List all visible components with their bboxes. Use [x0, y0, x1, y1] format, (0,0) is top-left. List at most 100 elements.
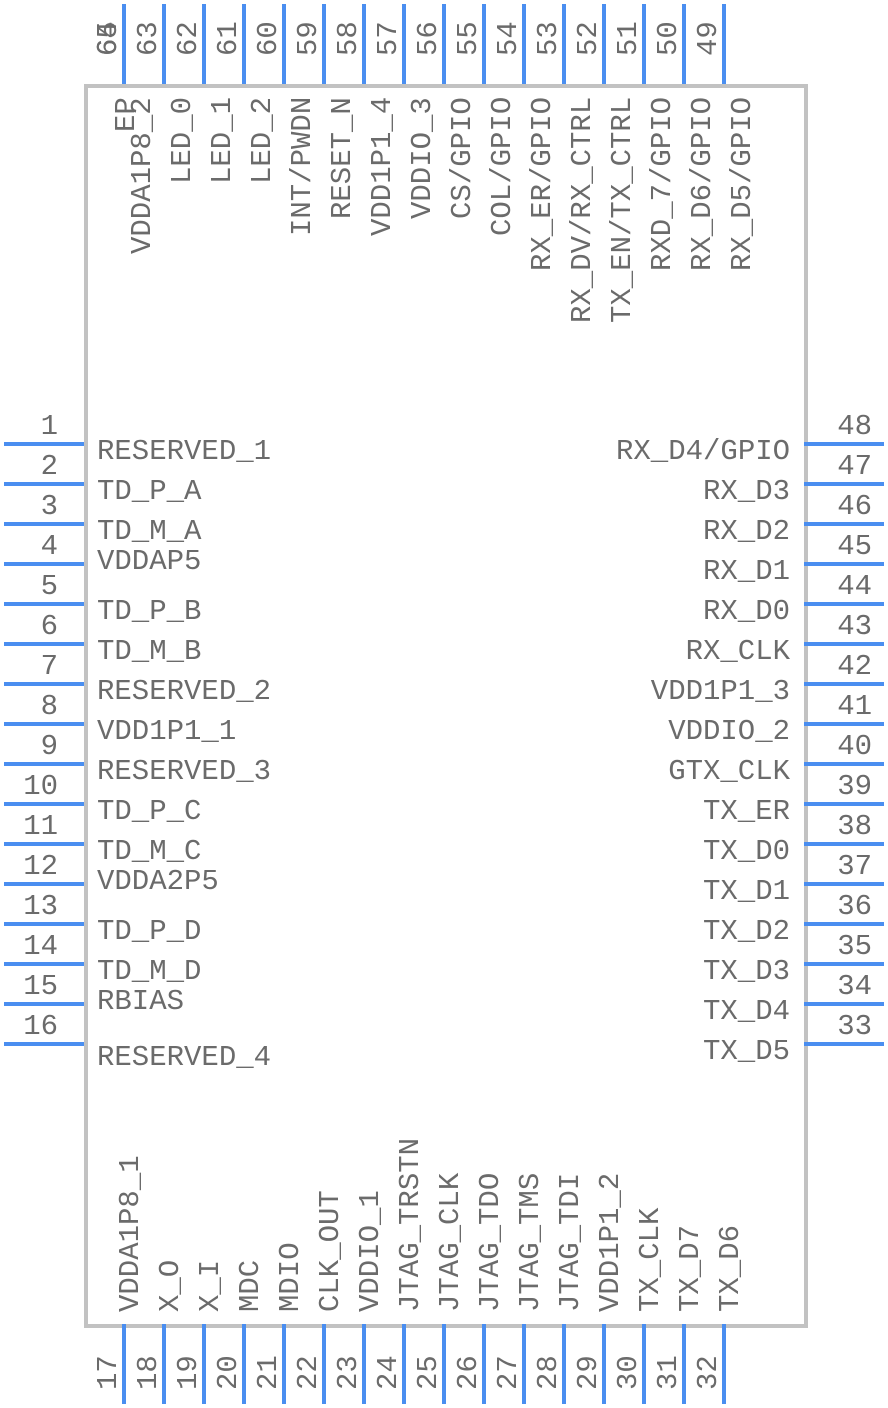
pin-45[interactable] [804, 562, 884, 566]
pin-number: 41 [837, 690, 872, 723]
pin-number: 8 [40, 690, 58, 723]
pin-53[interactable] [562, 4, 566, 84]
pin-41[interactable] [804, 722, 884, 726]
pin-24[interactable] [402, 1324, 406, 1404]
pin-13[interactable] [4, 922, 84, 926]
pin-4[interactable] [4, 562, 84, 566]
pin-number: 26 [452, 1355, 485, 1390]
pin-label: RX_D2 [703, 515, 791, 548]
pin-10[interactable] [4, 802, 84, 806]
pin-14[interactable] [4, 962, 84, 966]
pin-61[interactable] [242, 4, 246, 84]
pin-label: RX_D6/GPIO [686, 96, 719, 271]
pin-29[interactable] [602, 1324, 606, 1404]
pin-63[interactable] [162, 4, 166, 84]
pin-label: VDD1P1_2 [594, 1172, 627, 1312]
pin-11[interactable] [4, 842, 84, 846]
pin-label: VDD1P1_3 [650, 675, 791, 708]
pin-36[interactable] [804, 922, 884, 926]
pin-46[interactable] [804, 522, 884, 526]
pin-number: 18 [132, 1355, 165, 1390]
pin-label: TX_ER [703, 795, 791, 828]
pin-label: COL/GPIO [486, 96, 519, 237]
pin-3[interactable] [4, 522, 84, 526]
pin-31[interactable] [682, 1324, 686, 1404]
pin-55[interactable] [482, 4, 486, 84]
pin-number: 43 [837, 610, 872, 643]
pin-64[interactable] [122, 4, 126, 84]
pin-number: 13 [23, 890, 58, 923]
pin-28[interactable] [562, 1324, 566, 1404]
pin-44[interactable] [804, 602, 884, 606]
pin-26[interactable] [482, 1324, 486, 1404]
pin-49[interactable] [722, 4, 726, 84]
pin-label: RX_D1 [703, 555, 791, 588]
pin-32[interactable] [722, 1324, 726, 1404]
pin-58[interactable] [362, 4, 366, 84]
pin-label: LED_0 [166, 96, 199, 184]
pin-label: VDDA1P8_2 [126, 96, 159, 254]
pin-19[interactable] [202, 1324, 206, 1404]
pin-48[interactable] [804, 442, 884, 446]
pin-5[interactable] [4, 602, 84, 606]
pin-number: 57 [372, 21, 405, 56]
pin-35[interactable] [804, 962, 884, 966]
pin-number: 31 [652, 1355, 685, 1390]
pin-label: VDDA1P8_1 [114, 1155, 147, 1312]
pin-number: 53 [532, 21, 565, 56]
pin-34[interactable] [804, 1002, 884, 1006]
pin-43[interactable] [804, 642, 884, 646]
pin-number: 9 [40, 730, 58, 763]
pin-15[interactable] [4, 1002, 84, 1006]
pin-1[interactable] [4, 442, 84, 446]
pin-22[interactable] [322, 1324, 326, 1404]
pin-number: 22 [292, 1355, 325, 1390]
pin-50[interactable] [682, 4, 686, 84]
pin-label: TX_D1 [703, 875, 791, 908]
pin-label: JTAG_TDO [474, 1172, 507, 1312]
pin-label: TX_D5 [703, 1035, 791, 1068]
pin-6[interactable] [4, 642, 84, 646]
pin-label: TD_P_C [97, 795, 202, 828]
pin-62[interactable] [202, 4, 206, 84]
pin-25[interactable] [442, 1324, 446, 1404]
pin-7[interactable] [4, 682, 84, 686]
pin-number: 44 [837, 570, 872, 603]
pin-54[interactable] [522, 4, 526, 84]
pin-label: TX_D7 [674, 1224, 707, 1312]
pin-38[interactable] [804, 842, 884, 846]
pin-number: 10 [23, 770, 58, 803]
pin-57[interactable] [402, 4, 406, 84]
pin-2[interactable] [4, 482, 84, 486]
pin-47[interactable] [804, 482, 884, 486]
component-body [84, 84, 808, 1328]
pin-39[interactable] [804, 802, 884, 806]
pin-label: LED_1 [206, 96, 239, 184]
pin-42[interactable] [804, 682, 884, 686]
pin-12[interactable] [4, 882, 84, 886]
pin-40[interactable] [804, 762, 884, 766]
pin-20[interactable] [242, 1324, 246, 1404]
pin-label: TX_D6 [714, 1224, 747, 1312]
pin-27[interactable] [522, 1324, 526, 1404]
pin-56[interactable] [442, 4, 446, 84]
pin-label: RX_DV/RX_CTRL [566, 96, 599, 324]
pin-17[interactable] [122, 1324, 126, 1404]
pin-60[interactable] [282, 4, 286, 84]
pin-18[interactable] [162, 1324, 166, 1404]
pin-52[interactable] [602, 4, 606, 84]
pin-23[interactable] [362, 1324, 366, 1404]
pin-21[interactable] [282, 1324, 286, 1404]
pin-9[interactable] [4, 762, 84, 766]
pin-30[interactable] [642, 1324, 646, 1404]
pin-51[interactable] [642, 4, 646, 84]
pin-number: 62 [172, 21, 205, 56]
pin-16[interactable] [4, 1042, 84, 1046]
pin-label: JTAG_TDI [554, 1172, 587, 1312]
pin-8[interactable] [4, 722, 84, 726]
pin-33[interactable] [804, 1042, 884, 1046]
pin-label: TX_D3 [703, 955, 791, 988]
pin-59[interactable] [322, 4, 326, 84]
pin-37[interactable] [804, 882, 884, 886]
